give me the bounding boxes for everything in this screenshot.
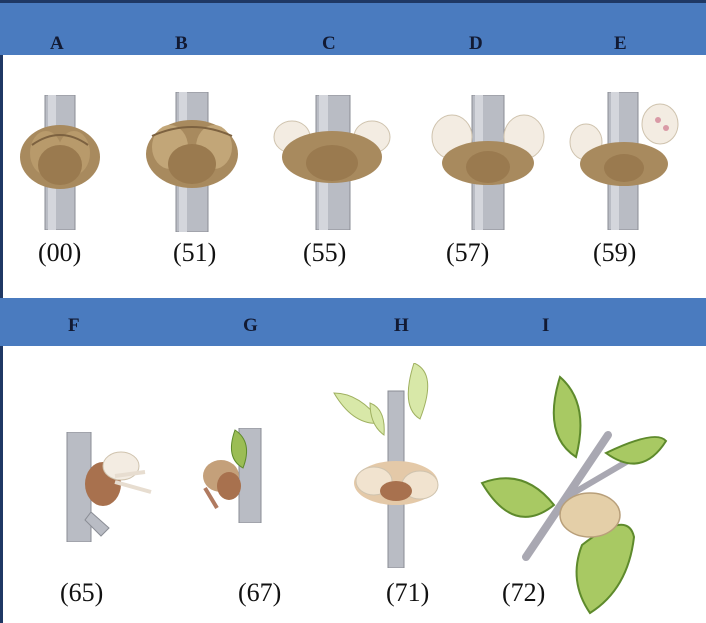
stage-letter-c: C <box>322 33 336 55</box>
stage-letter-h: H <box>394 315 409 337</box>
stage-b-bud-illustration <box>142 92 242 232</box>
stage-h-leafing-illustration <box>330 363 440 568</box>
stage-code-i: (72) <box>502 578 545 608</box>
stage-d-bud-illustration <box>430 95 545 230</box>
stage-code-h: (71) <box>386 578 429 608</box>
stage-letter-f: F <box>68 315 80 337</box>
stage-f-bloom-illustration <box>55 432 165 542</box>
header-band-top <box>0 0 706 55</box>
stage-letter-g: G <box>243 315 258 337</box>
stage-letter-d: D <box>469 33 483 55</box>
stage-code-a: (00) <box>38 238 81 268</box>
stage-code-g: (67) <box>238 578 281 608</box>
stage-code-f: (65) <box>60 578 103 608</box>
stage-letter-i: I <box>542 315 549 337</box>
stage-letter-b: B <box>175 33 188 55</box>
stage-code-d: (57) <box>446 238 489 268</box>
stage-e-bud-illustration <box>568 92 683 230</box>
stage-letter-a: A <box>50 33 64 55</box>
stage-g-bloom-illustration <box>195 428 275 523</box>
stage-c-bud-illustration <box>272 95 392 230</box>
stage-a-bud-illustration <box>18 95 108 230</box>
stage-code-c: (55) <box>303 238 346 268</box>
stage-code-e: (59) <box>593 238 636 268</box>
header-band-bottom <box>0 298 706 346</box>
stage-code-b: (51) <box>173 238 216 268</box>
stage-letter-e: E <box>614 33 627 55</box>
